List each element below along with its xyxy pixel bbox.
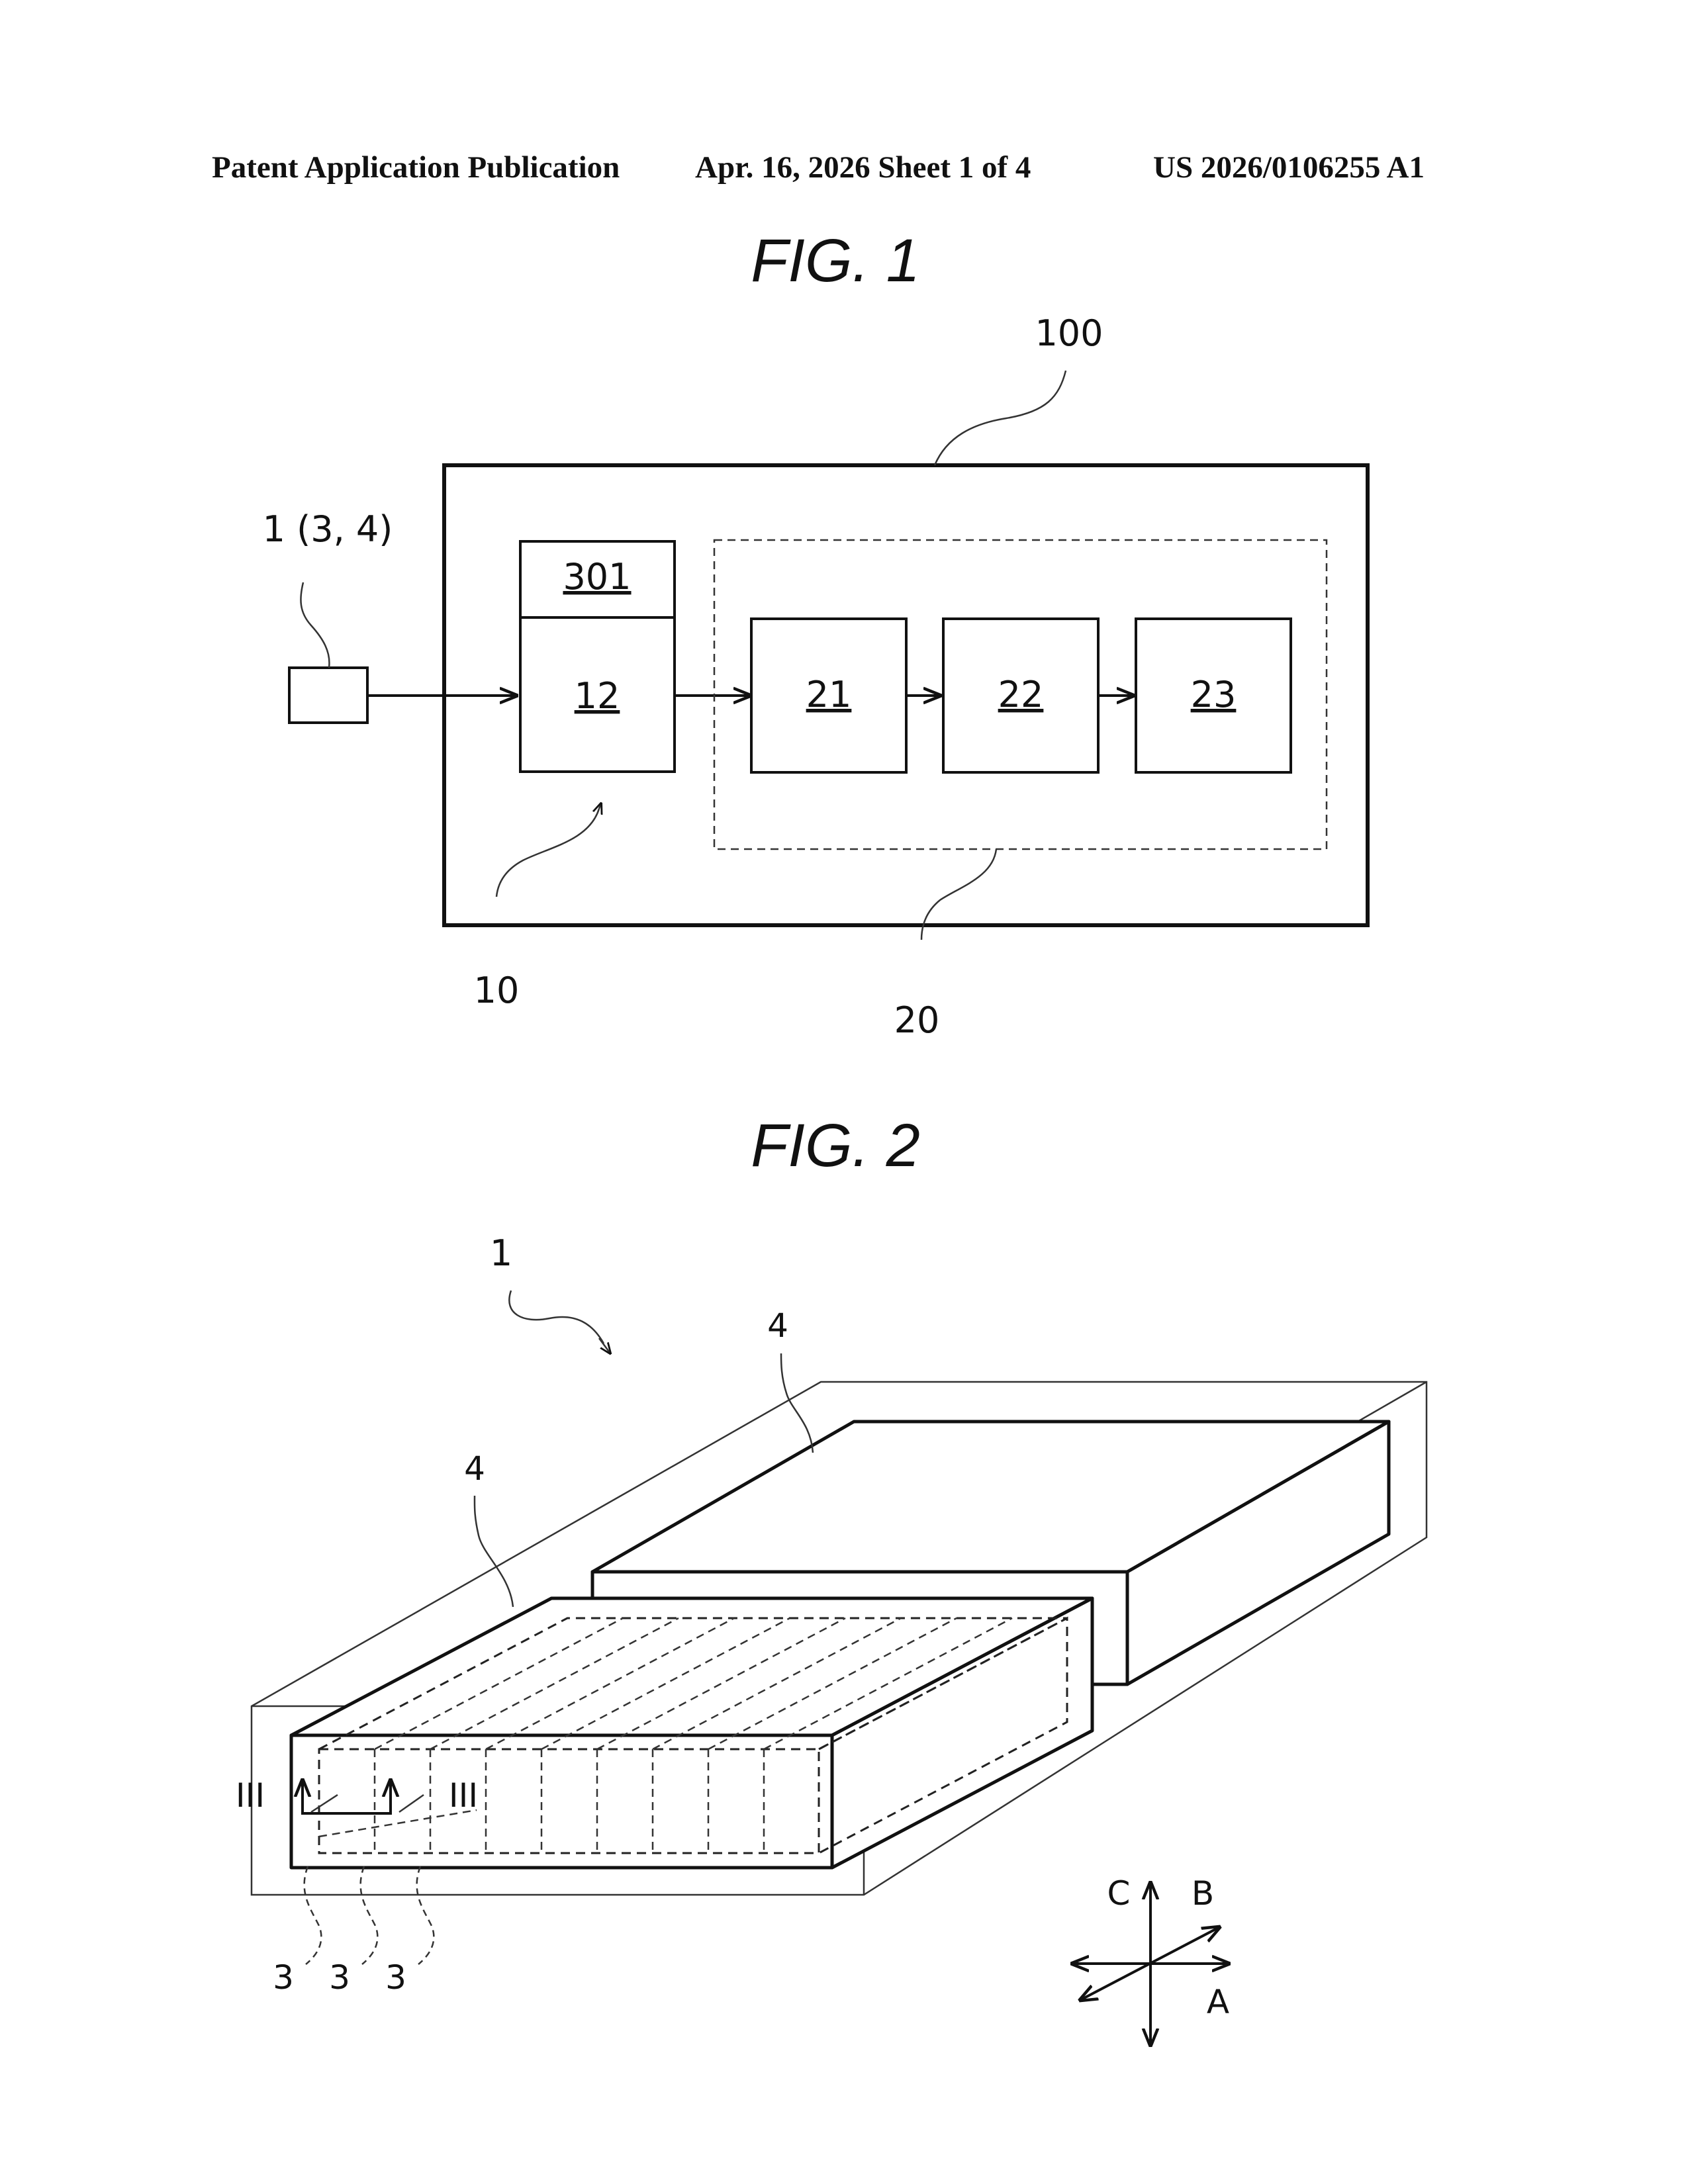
leader-10-arrow xyxy=(599,803,601,809)
leader-1 xyxy=(509,1291,604,1343)
block-20: 21 22 23 20 xyxy=(714,540,1327,1041)
block-10: 301 12 10 xyxy=(474,541,675,1011)
ref-3: 3 xyxy=(385,1958,406,1997)
ref-21: 21 xyxy=(806,674,852,715)
cell-refs: 3 3 3 xyxy=(273,1866,434,1997)
ref-1: 1 xyxy=(490,1232,512,1274)
axis-c-label: C xyxy=(1107,1874,1131,1913)
ref-10: 10 xyxy=(474,970,520,1011)
section-label-left: III xyxy=(236,1776,265,1815)
fig1-title: FIG. 1 xyxy=(751,227,920,295)
ref-301: 301 xyxy=(563,556,631,598)
axis-b-label: B xyxy=(1192,1874,1214,1913)
input-box xyxy=(289,668,367,723)
front-module-front xyxy=(291,1735,832,1868)
axis-a-label: A xyxy=(1207,1983,1229,2021)
ref-12: 12 xyxy=(575,675,620,717)
axis-indicator: C B A xyxy=(1072,1874,1229,2045)
leader-cell xyxy=(305,1866,322,1964)
leader-4-upper xyxy=(781,1353,813,1453)
ref-23: 23 xyxy=(1191,674,1237,715)
fig2-title: FIG. 2 xyxy=(751,1112,920,1179)
ref-100: 100 xyxy=(1035,312,1103,354)
input-element: 1 (3, 4) xyxy=(263,508,516,723)
leader-cell xyxy=(361,1866,378,1964)
ref-4-lower: 4 xyxy=(464,1449,485,1488)
ref-3: 3 xyxy=(273,1958,294,1997)
leader-input xyxy=(301,582,329,668)
ref-3: 3 xyxy=(329,1958,350,1997)
ref-4-upper: 4 xyxy=(767,1306,788,1345)
leader-10 xyxy=(496,809,599,897)
ref-input: 1 (3, 4) xyxy=(263,508,393,550)
section-label-right: III xyxy=(449,1776,478,1815)
ref-20: 20 xyxy=(894,999,940,1041)
leader-100 xyxy=(935,371,1066,465)
leader-4-lower xyxy=(475,1496,513,1607)
leader-cell xyxy=(417,1866,434,1964)
ref-22: 22 xyxy=(998,674,1044,715)
leader-1-arrow xyxy=(599,1338,610,1353)
